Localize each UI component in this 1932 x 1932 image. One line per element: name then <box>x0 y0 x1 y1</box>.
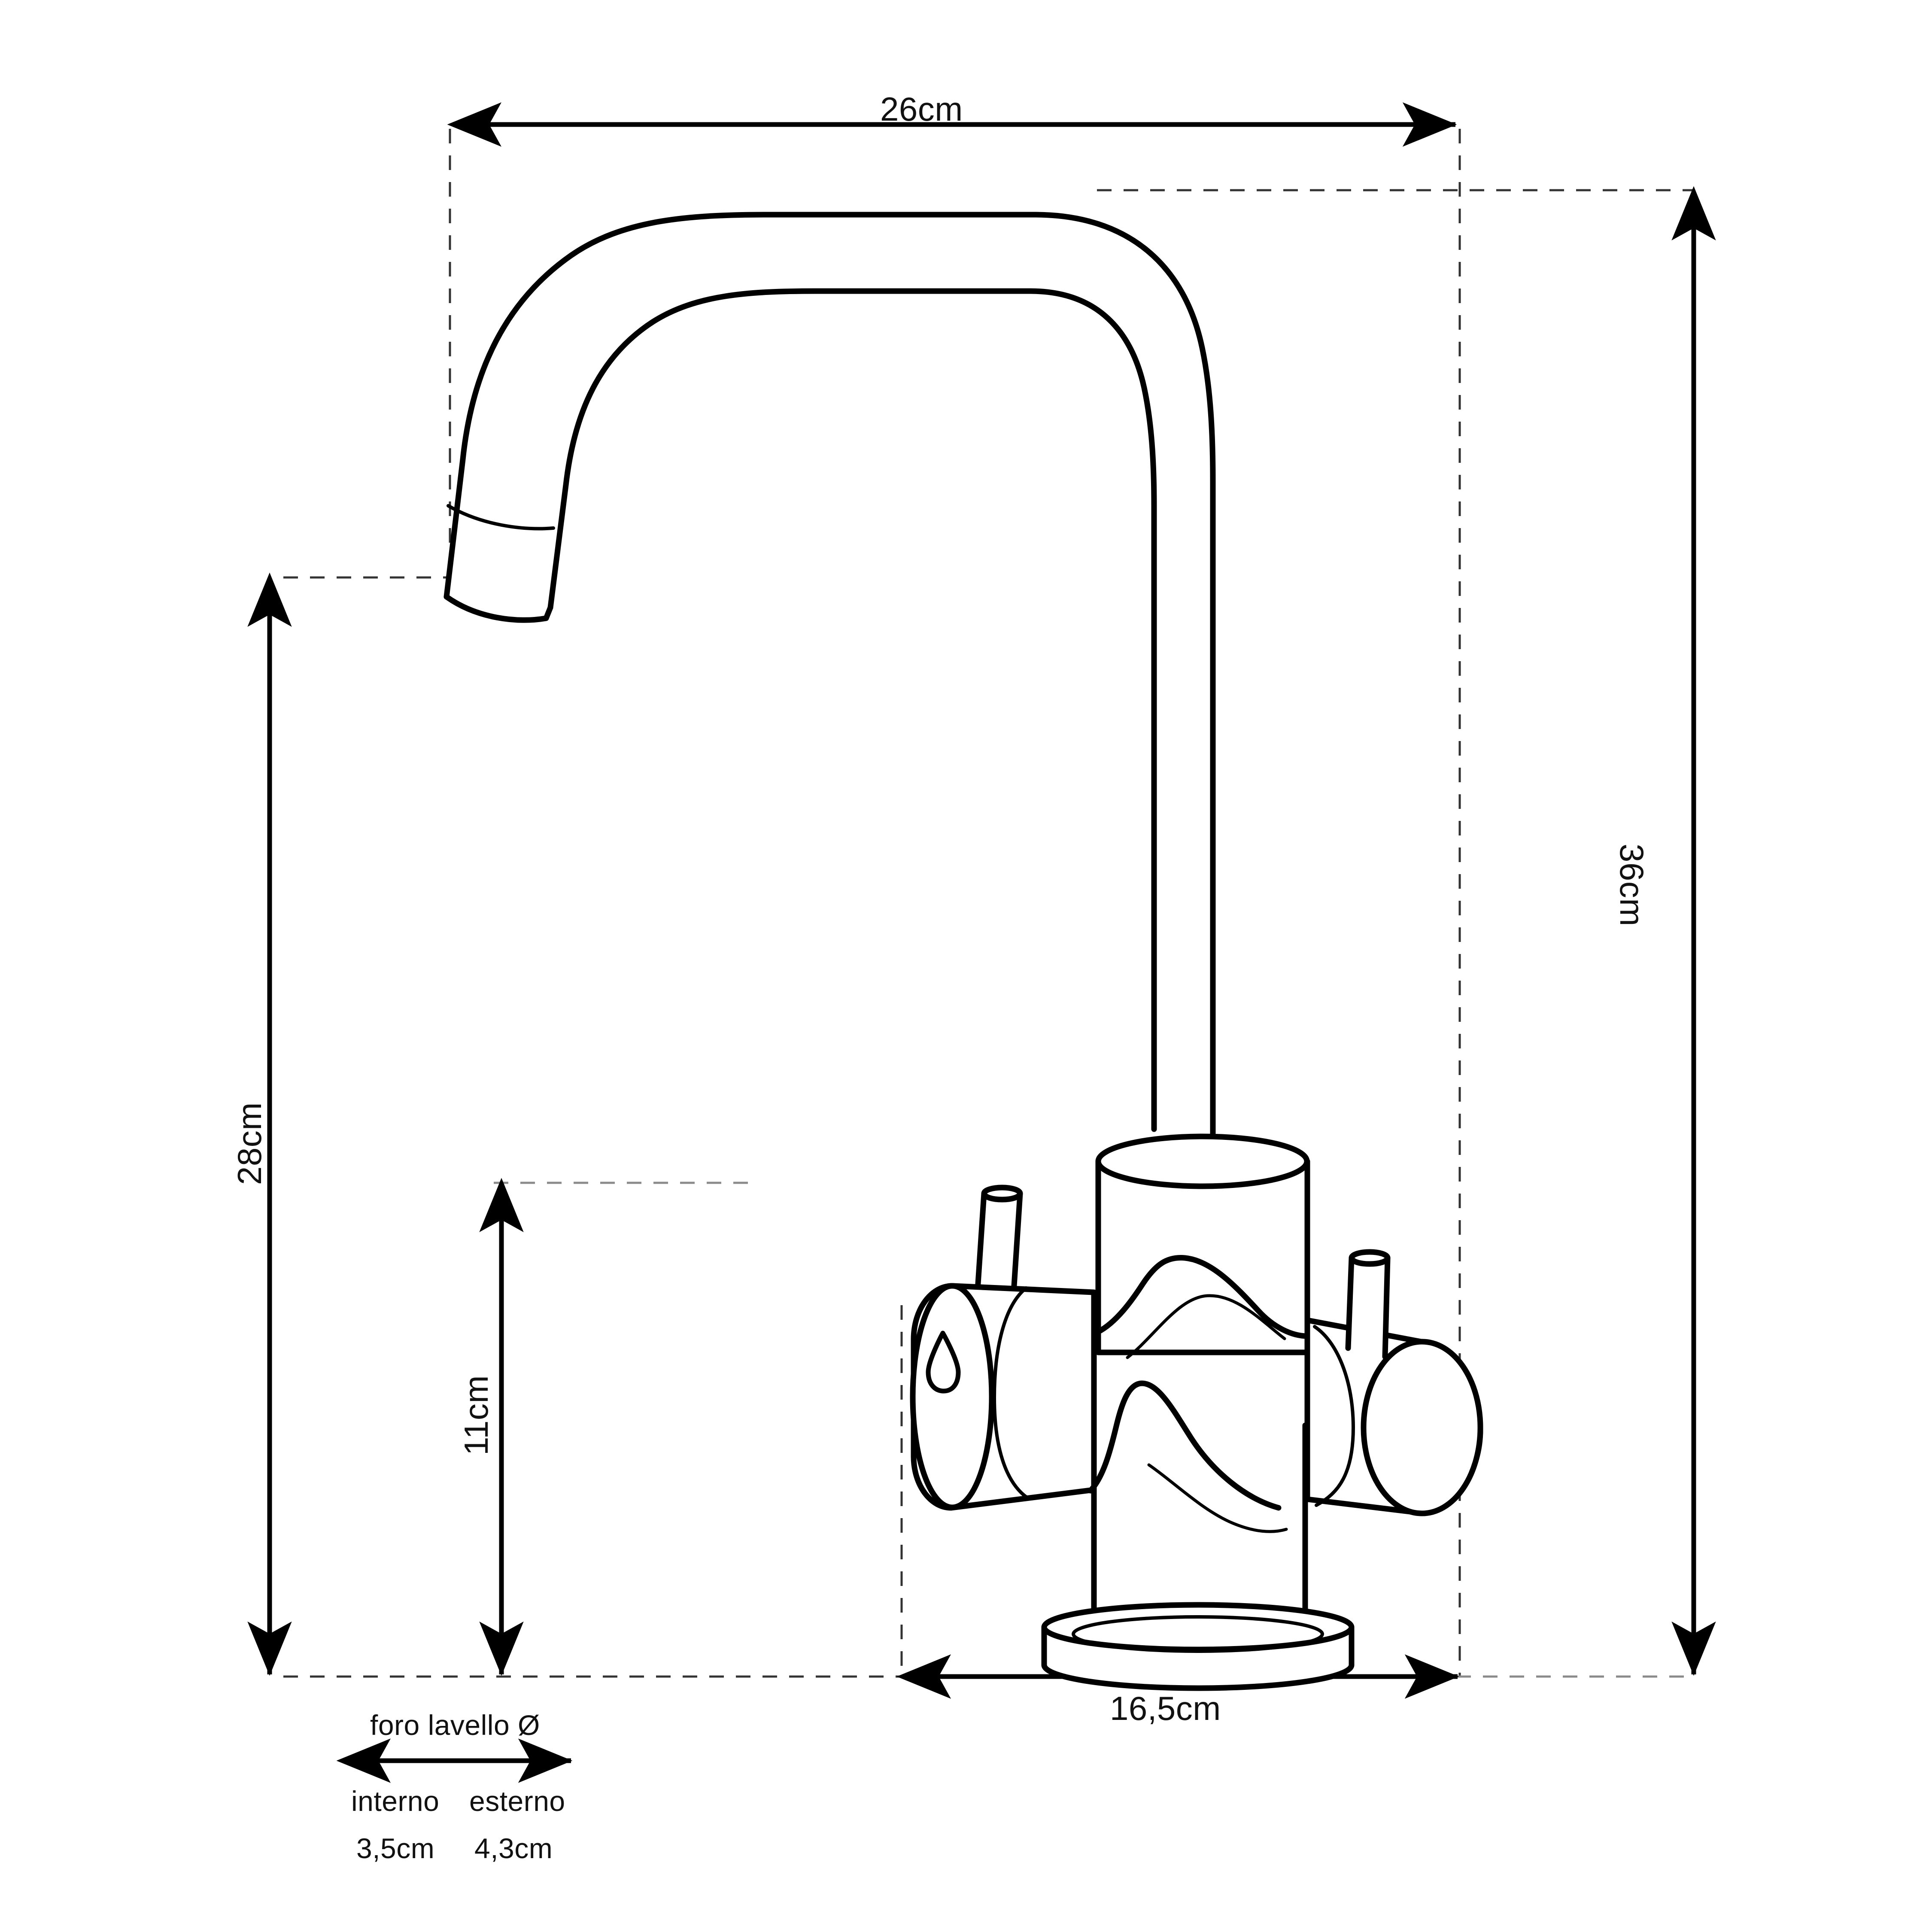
dimension-label-spout-reach: 26cm <box>880 90 963 128</box>
dimension-label-body-height: 11cm <box>457 1375 495 1455</box>
sink-hole-caption: foro lavello Ø <box>370 1709 540 1741</box>
body-blend-upper <box>1095 1255 1310 1339</box>
base-flange-inner-ellipse <box>1072 1615 1324 1653</box>
body-blend-lower-highlight <box>1147 1463 1288 1533</box>
body-blend-upper-highlight <box>1126 1294 1286 1359</box>
sink-hole-inner-label: interno <box>351 1785 440 1817</box>
right-lever-pin-cap <box>1349 1249 1391 1267</box>
dimension-label-spout-height: 28cm <box>231 1102 268 1185</box>
body-blend-lower <box>1088 1380 1282 1511</box>
central-body-column <box>1091 1422 1308 1630</box>
aerator-outlet-arc <box>444 594 553 623</box>
right-handle-drum-end-cap <box>1361 1339 1483 1516</box>
aerator-seam-line <box>447 504 555 531</box>
sink-hole-inner-value: 3,5cm <box>356 1832 435 1864</box>
faucet-outline <box>444 212 1483 1691</box>
dimension-label-total-height: 36cm <box>1613 844 1651 927</box>
left-lever-pin-cap <box>981 1185 1023 1203</box>
left-lever-pin <box>975 1191 1023 1289</box>
left-handle-drum-seam <box>993 1286 1029 1499</box>
dimension-label-body-width: 16,5cm <box>1110 1689 1221 1727</box>
sink-hole-outer-value: 4,3cm <box>474 1832 553 1864</box>
right-lever-pin <box>1345 1255 1391 1360</box>
water-drop-icon <box>926 1331 961 1394</box>
dimension-arrows-vertical <box>247 186 1716 1676</box>
spout-inner-contour <box>547 288 1157 1132</box>
riser-collar-top-ellipse <box>1095 1133 1310 1189</box>
left-handle-drum-end-cap <box>910 1283 995 1510</box>
sink-hole-outer-label: esterno <box>469 1785 565 1817</box>
right-handle-drum-seam <box>1313 1325 1355 1507</box>
